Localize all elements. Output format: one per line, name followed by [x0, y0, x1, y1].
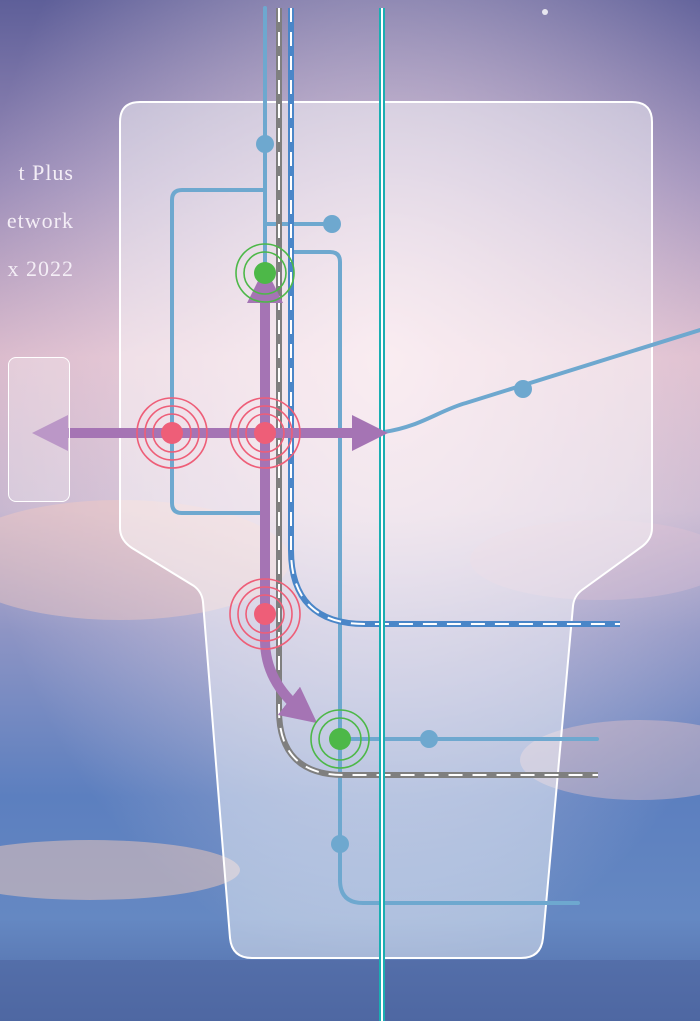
green-node-north: [236, 244, 294, 302]
station-dot: [323, 215, 341, 233]
side-text-line-1: t Plus: [18, 160, 74, 186]
station-dot: [331, 835, 349, 853]
star-icon: [542, 9, 548, 15]
side-panel-box[interactable]: [8, 357, 70, 502]
station-dot: [420, 730, 438, 748]
horizon-band: [0, 960, 700, 1021]
station-dot: [514, 380, 532, 398]
side-text-line-3: x 2022: [8, 256, 75, 282]
green-node-south-east: [311, 710, 369, 768]
station-dot: [256, 135, 274, 153]
side-text-line-2: etwork: [7, 208, 74, 234]
